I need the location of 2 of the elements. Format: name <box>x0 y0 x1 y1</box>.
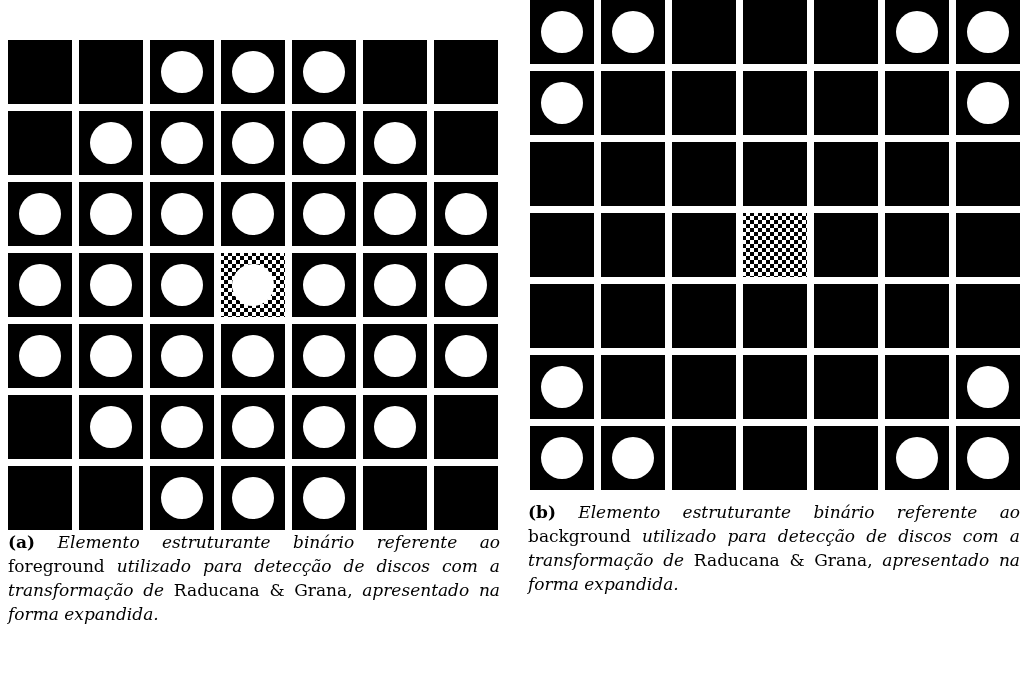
figure-caption: (b) Elemento estruturante binário referente ao background utilizado para detecção de discos com a transformação de Raducana & Grana, apresentado na forma expandida. <box>528 501 1020 596</box>
figure-caption: (a) Elemento estruturante binário referente ao foreground utilizado para detecção de discos com a transformação de Raducana & Grana, apresentado na forma expandida. <box>8 531 500 626</box>
